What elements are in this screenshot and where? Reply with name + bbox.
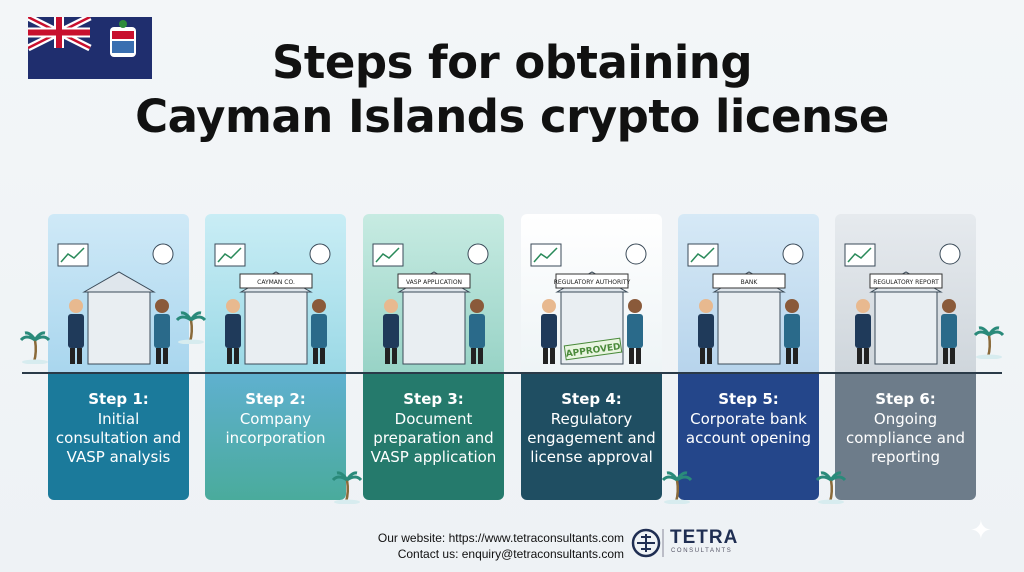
step-description: Document preparation and VASP applicatio… <box>370 410 497 466</box>
step-label: Step 5: <box>718 390 779 408</box>
tetra-logo-icon <box>631 528 664 558</box>
step-illustration-regulatory-authority-approved: REGULATORY AUTHORITY APPROVED <box>521 214 662 372</box>
step-text-panel: Step 4: Regulatory engagement and licens… <box>521 374 662 500</box>
step-card-1: Step 1: Initial consultation and VASP an… <box>48 214 189 500</box>
tetra-logo: TETRA CONSULTANTS <box>630 527 737 559</box>
step-card-6: REGULATORY REPORT Step 6: Ongoing compli… <box>835 214 976 500</box>
step-description: Regulatory engagement and license approv… <box>527 410 656 466</box>
step-illustration-checklist-documents: VASP APPLICATION <box>363 214 504 372</box>
step-label: Step 3: <box>403 390 464 408</box>
step-card-4: REGULATORY AUTHORITY APPROVED Step 4: Re… <box>521 214 662 500</box>
step-text-panel: Step 3: Document preparation and VASP ap… <box>363 374 504 500</box>
illustration-sign: VASP APPLICATION <box>406 279 462 286</box>
step-illustration-cayman-co-building-team: CAYMAN CO. <box>205 214 346 372</box>
step-text-panel: Step 6: Ongoing compliance and reporting <box>835 374 976 500</box>
illustration-sign: BANK <box>741 279 759 286</box>
step-description: Corporate bank account opening <box>685 410 812 447</box>
website-text[interactable]: Our website: https://www.tetraconsultant… <box>377 531 624 545</box>
step-illustration-consultants-bitcoin-analysis <box>48 214 189 372</box>
title-line-2: Cayman Islands crypto license <box>135 90 889 143</box>
illustration-sign: CAYMAN CO. <box>257 279 295 286</box>
logo-name: TETRA <box>670 527 739 548</box>
page-title: Steps for obtaining Cayman Islands crypt… <box>0 36 1024 144</box>
palm-tree-icon <box>19 330 51 365</box>
step-label: Step 6: <box>875 390 936 408</box>
palm-tree-icon <box>815 470 847 505</box>
step-description: Initial consultation and VASP analysis <box>55 410 182 466</box>
title-line-1: Steps for obtaining <box>271 36 753 89</box>
step-label: Step 2: <box>245 390 306 408</box>
step-illustration-bank-handshake: BANK <box>678 214 819 372</box>
step-text-panel: Step 2: Company incorporation <box>205 374 346 500</box>
step-description: Ongoing compliance and reporting <box>845 410 966 466</box>
palm-tree-icon <box>661 470 693 505</box>
timeline-line <box>22 372 1002 374</box>
logo-sub: CONSULTANTS <box>671 548 733 554</box>
step-card-2: CAYMAN CO. Step 2: Company incorporation <box>205 214 346 500</box>
step-description: Company incorporation <box>225 410 326 447</box>
step-illustration-compliance-dashboard: REGULATORY REPORT <box>835 214 976 372</box>
cayman-flag <box>28 17 152 79</box>
illustration-sign: REGULATORY REPORT <box>873 279 939 286</box>
step-card-3: VASP APPLICATION Step 3: Document prepar… <box>363 214 504 500</box>
footer-contact: Our website: https://www.tetraconsultant… <box>360 530 624 562</box>
step-text-panel: Step 1: Initial consultation and VASP an… <box>48 374 189 500</box>
palm-tree-icon <box>175 310 207 345</box>
step-card-5: BANK Step 5: Corporate bank account open… <box>678 214 819 500</box>
step-text-panel: Step 5: Corporate bank account opening <box>678 374 819 500</box>
step-label: Step 4: <box>561 390 622 408</box>
step-label: Step 1: <box>88 390 149 408</box>
sparkle-icon: ✦ <box>970 516 992 546</box>
palm-tree-icon <box>973 325 1005 360</box>
illustration-sign: REGULATORY AUTHORITY <box>554 279 631 286</box>
contact-text[interactable]: Contact us: enquiry@tetraconsultants.com <box>397 547 624 561</box>
palm-tree-icon <box>331 470 363 505</box>
